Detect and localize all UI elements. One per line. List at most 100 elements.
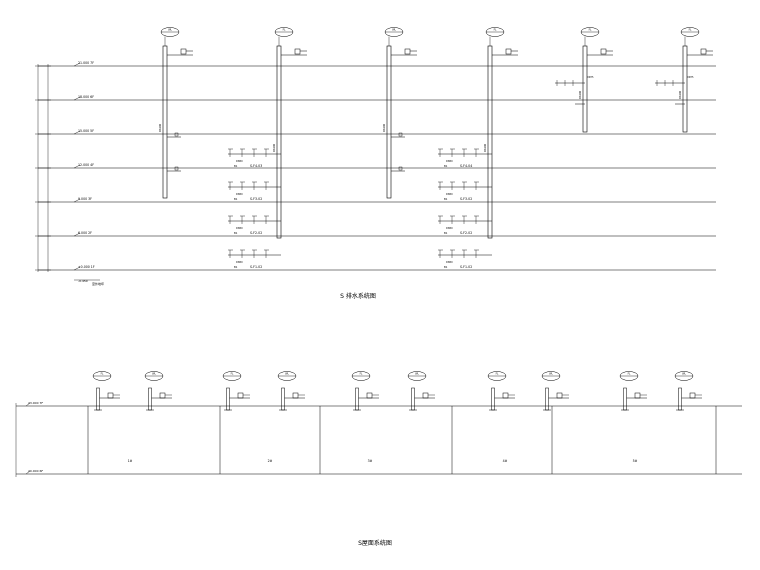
riser-pipe: [96, 387, 100, 411]
room-code: B1: [234, 265, 238, 269]
elevation-mark: [25, 470, 31, 475]
riser-pipe: [355, 387, 359, 411]
room-label: S-F4-04: [460, 164, 472, 168]
riser-pipe: [491, 387, 495, 411]
vent-cap: [556, 392, 563, 399]
vent-cap: [159, 392, 166, 399]
riser-tag-text: FL: [689, 28, 692, 32]
room-label: S-F2-02: [250, 231, 262, 235]
drainage-system-diagram: 21.000 7F 18.000 6F 15.000 5F 12.000 4F 9.00…: [35, 27, 716, 286]
riser-pipe: [487, 45, 493, 239]
riser-tag-text: WL: [152, 373, 156, 376]
riser-pipe: [582, 45, 588, 133]
branch-annotation: DN50: [236, 227, 243, 230]
floor-elevation-label: 15.000 5F: [78, 129, 94, 133]
riser-annotation: DN75: [687, 76, 694, 79]
riser-tag-text: FL: [494, 28, 497, 32]
vent-cap: [422, 392, 429, 399]
branch-annotation: DN50: [446, 160, 453, 163]
elevation-mark: [73, 130, 81, 135]
floor-elevation-label: 12.000 4F: [78, 163, 94, 167]
riser-pipe: [276, 45, 282, 239]
riser-pipe: [682, 45, 688, 133]
vent-cap: [366, 392, 373, 399]
vent-cap: [292, 392, 299, 399]
branch-annotation: DN50: [236, 261, 243, 264]
riser-tag-text: FL: [589, 28, 592, 32]
riser-pipe: [678, 387, 682, 411]
riser-tag-text: FL: [231, 373, 234, 376]
riser-pipe: [162, 45, 168, 199]
bay-label: 4#: [503, 459, 508, 463]
room-label: S-F3-02: [250, 197, 262, 201]
bay-label: 5#: [633, 459, 638, 463]
riser-tag-text: WL: [392, 28, 396, 32]
riser-tag-text: FL: [628, 373, 631, 376]
branch-annotation: DN50: [446, 193, 453, 196]
vent-cap: [237, 392, 244, 399]
riser-pipe: [148, 387, 152, 411]
floor-drain: [174, 166, 179, 171]
riser-annotation: DN100: [679, 90, 682, 99]
bottom-elevation-tag: 室外地坪: [92, 281, 104, 286]
vent-cap: [107, 392, 114, 399]
riser-tag-text: FL: [101, 373, 104, 376]
roof-diagram-title: S屋面系统图: [358, 539, 392, 547]
riser-annotation: DN100: [159, 123, 162, 132]
floor-elevation-label: 21.000 7F: [78, 61, 94, 65]
bay-label: 2#: [268, 459, 273, 463]
vent-cap: [700, 48, 707, 55]
riser-tag-text: WL: [285, 373, 289, 376]
room-label: S-F2-02: [460, 231, 472, 235]
vent-cap: [404, 48, 411, 55]
riser-pipe: [386, 45, 392, 199]
elevation-mark: [73, 62, 81, 67]
riser-annotation: DN100: [383, 123, 386, 132]
elevation-mark: [73, 198, 81, 203]
floor-elevation-label: ±0.000 1F: [78, 265, 95, 269]
elevation-mark: [73, 232, 81, 237]
branch-annotation: DN50: [446, 227, 453, 230]
room-code: B1: [234, 197, 238, 201]
elevation-mark: [73, 266, 81, 271]
floor-elevation-label: 18.000 6F: [78, 95, 94, 99]
room-label: S-F1-02: [250, 265, 262, 269]
roof-elevation-label: 23.000 7F: [28, 401, 43, 405]
riser-annotation: DN100: [273, 143, 276, 152]
riser-tag-text: FL: [496, 373, 499, 376]
floor-drain: [398, 132, 403, 137]
floor-drain: [398, 166, 403, 171]
room-code: B1: [444, 265, 448, 269]
elevation-mark: [73, 164, 81, 169]
vent-cap: [502, 392, 509, 399]
floor-elevation-label: 9.000 3F: [78, 197, 92, 201]
riser-tag-text: WL: [549, 373, 553, 376]
bottom-elevation-label: -0.450: [78, 279, 88, 283]
drainage-diagram-title: S 排水系统图: [340, 292, 376, 300]
roof-elevation-label: 20.000 6F: [28, 469, 43, 473]
vent-cap: [180, 48, 187, 55]
vent-cap: [294, 48, 301, 55]
riser-pipe: [281, 387, 285, 411]
floor-elevation-label: 6.000 2F: [78, 231, 92, 235]
riser-tag-text: WL: [168, 28, 172, 32]
riser-annotation: DN100: [484, 143, 487, 152]
room-label: S-F1-02: [460, 265, 472, 269]
room-code: B1: [444, 164, 448, 168]
riser-tag-text: FL: [283, 28, 286, 32]
riser-pipe: [411, 387, 415, 411]
vent-cap: [689, 392, 696, 399]
bay-label: 3#: [368, 459, 373, 463]
riser-annotation: DN75: [587, 76, 594, 79]
vent-cap: [634, 392, 641, 399]
riser-pipe: [545, 387, 549, 411]
room-code: B1: [234, 231, 238, 235]
room-label: S-F4-03: [250, 164, 262, 168]
branch-annotation: DN50: [236, 193, 243, 196]
elevation-mark: [25, 402, 31, 407]
riser-pipe: [623, 387, 627, 411]
branch-annotation: DN50: [236, 160, 243, 163]
room-code: B1: [444, 197, 448, 201]
